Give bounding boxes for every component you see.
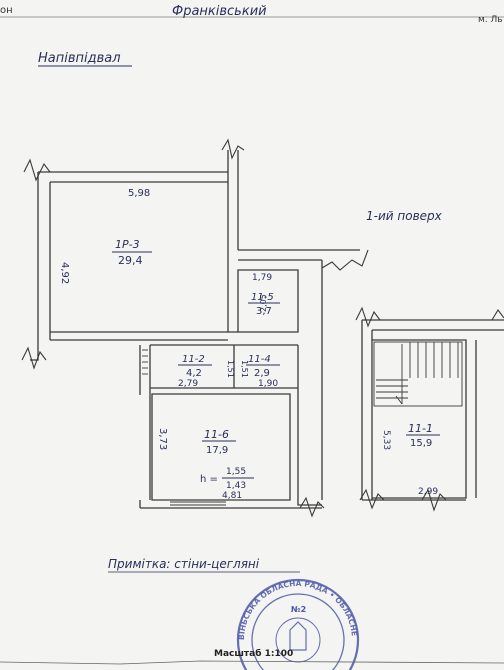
room-111-side-dim: 5,33	[381, 430, 391, 450]
room-112-code: 11-2	[182, 354, 205, 365]
header-left-fragment: он	[0, 5, 13, 16]
footer-scribble	[0, 660, 504, 665]
room-115-top-dim: 1,79	[252, 273, 272, 283]
stamp-text: ВІНЬСЬКА ОБЛАСНА РАДА • ОБЛАСНЕ КОМУНАЛЬ…	[0, 0, 359, 640]
room-1p3-side-dim: 4,92	[59, 262, 70, 284]
basement-window	[170, 501, 226, 506]
room-114-area: 2,9	[254, 368, 270, 379]
stamp-number: №2	[291, 605, 306, 614]
room-116-bottom-dim: 4,81	[222, 491, 242, 501]
first-floor-break-marks	[355, 306, 504, 512]
room-115-code: 11-5	[251, 292, 274, 303]
basement-stair-hatch	[142, 349, 148, 375]
room-114-code: 11-4	[248, 354, 271, 365]
header-handwritten-district: Франківський	[172, 4, 267, 19]
first-floor-label: 1-ий поверх	[366, 209, 443, 223]
room-116-height-bottom: 1,43	[226, 481, 246, 491]
room-114-bottom-dim: 1,90	[258, 379, 278, 389]
room-1p3-top-dim: 5,98	[128, 188, 150, 199]
room-112-side-dim: 1,51	[226, 360, 235, 378]
first-floor-stairs	[373, 341, 463, 407]
room-111-area: 15,9	[410, 438, 432, 449]
room-116-height-label: h =	[200, 474, 218, 485]
room-112-area: 4,2	[186, 368, 202, 379]
room-115-area: 3,7	[256, 306, 272, 317]
room-1p3-code: 1Р-3	[115, 238, 140, 251]
basement-walls	[30, 150, 360, 509]
first-floor-walls	[361, 319, 504, 501]
basement-label: Напівпідвал	[38, 51, 121, 66]
wall-break-marks	[21, 138, 369, 518]
room-111-bottom-dim: 2,99	[418, 487, 438, 497]
note-text: Примітка: стіни-цегляні	[108, 557, 260, 571]
room-116-area: 17,9	[206, 445, 228, 456]
scale-label: Масштаб 1:100	[214, 648, 293, 659]
room-116-code: 11-6	[204, 428, 229, 441]
room-114-side-dim: 1,51	[240, 360, 249, 378]
room-115-side-dim: 2,05	[259, 294, 268, 312]
room-116-side-dim: 3,73	[157, 428, 168, 450]
trident-icon	[289, 621, 307, 651]
room-1p3-area: 29,4	[118, 254, 143, 267]
room-111-code: 11-1	[408, 422, 433, 435]
header-right-fragment: м. Ль	[478, 15, 503, 25]
room-116-height-top: 1,55	[226, 467, 246, 477]
room-112-bottom-dim: 2,79	[178, 379, 198, 389]
